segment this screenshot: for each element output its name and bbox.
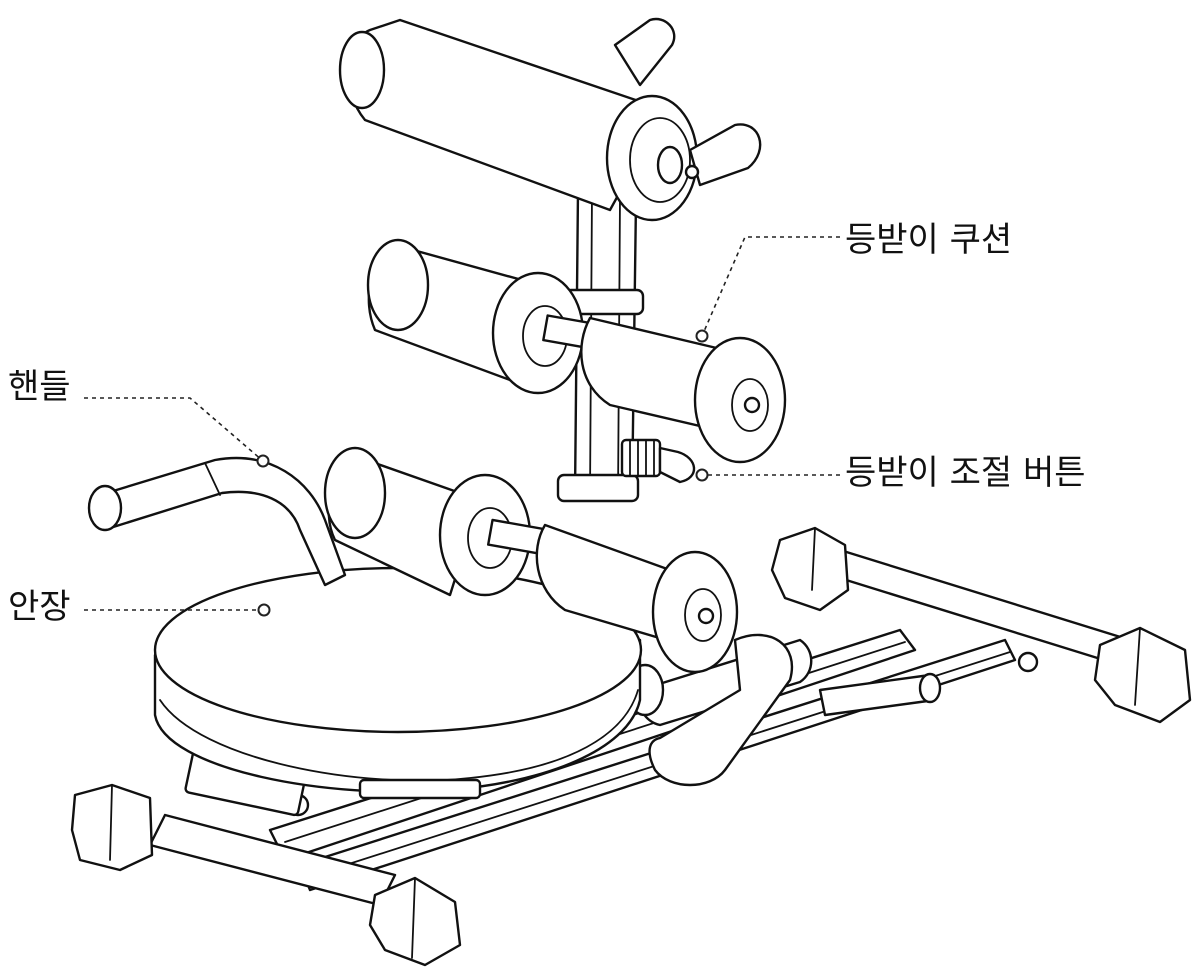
back-adjust-button	[620, 438, 696, 484]
seat	[153, 566, 643, 800]
back-cushion	[366, 238, 787, 464]
top-roller	[338, 17, 762, 222]
back-button-marker	[695, 468, 709, 482]
back-adjust-button-label: 등받이 조절 버튼	[845, 453, 1086, 493]
front-leg-support	[625, 633, 942, 787]
lower-roller-pair	[323, 446, 739, 674]
handle	[87, 456, 347, 587]
back-cushion-marker	[695, 329, 709, 343]
back-cushion-leader	[701, 236, 840, 337]
handle-label: 핸들	[8, 367, 71, 407]
back-cushion-label: 등받이 쿠션	[845, 220, 1013, 260]
seat-marker	[257, 603, 271, 617]
seat-label: 안장	[8, 587, 71, 627]
callouts	[84, 236, 840, 617]
handle-leader	[84, 397, 264, 462]
handle-marker	[256, 454, 270, 468]
